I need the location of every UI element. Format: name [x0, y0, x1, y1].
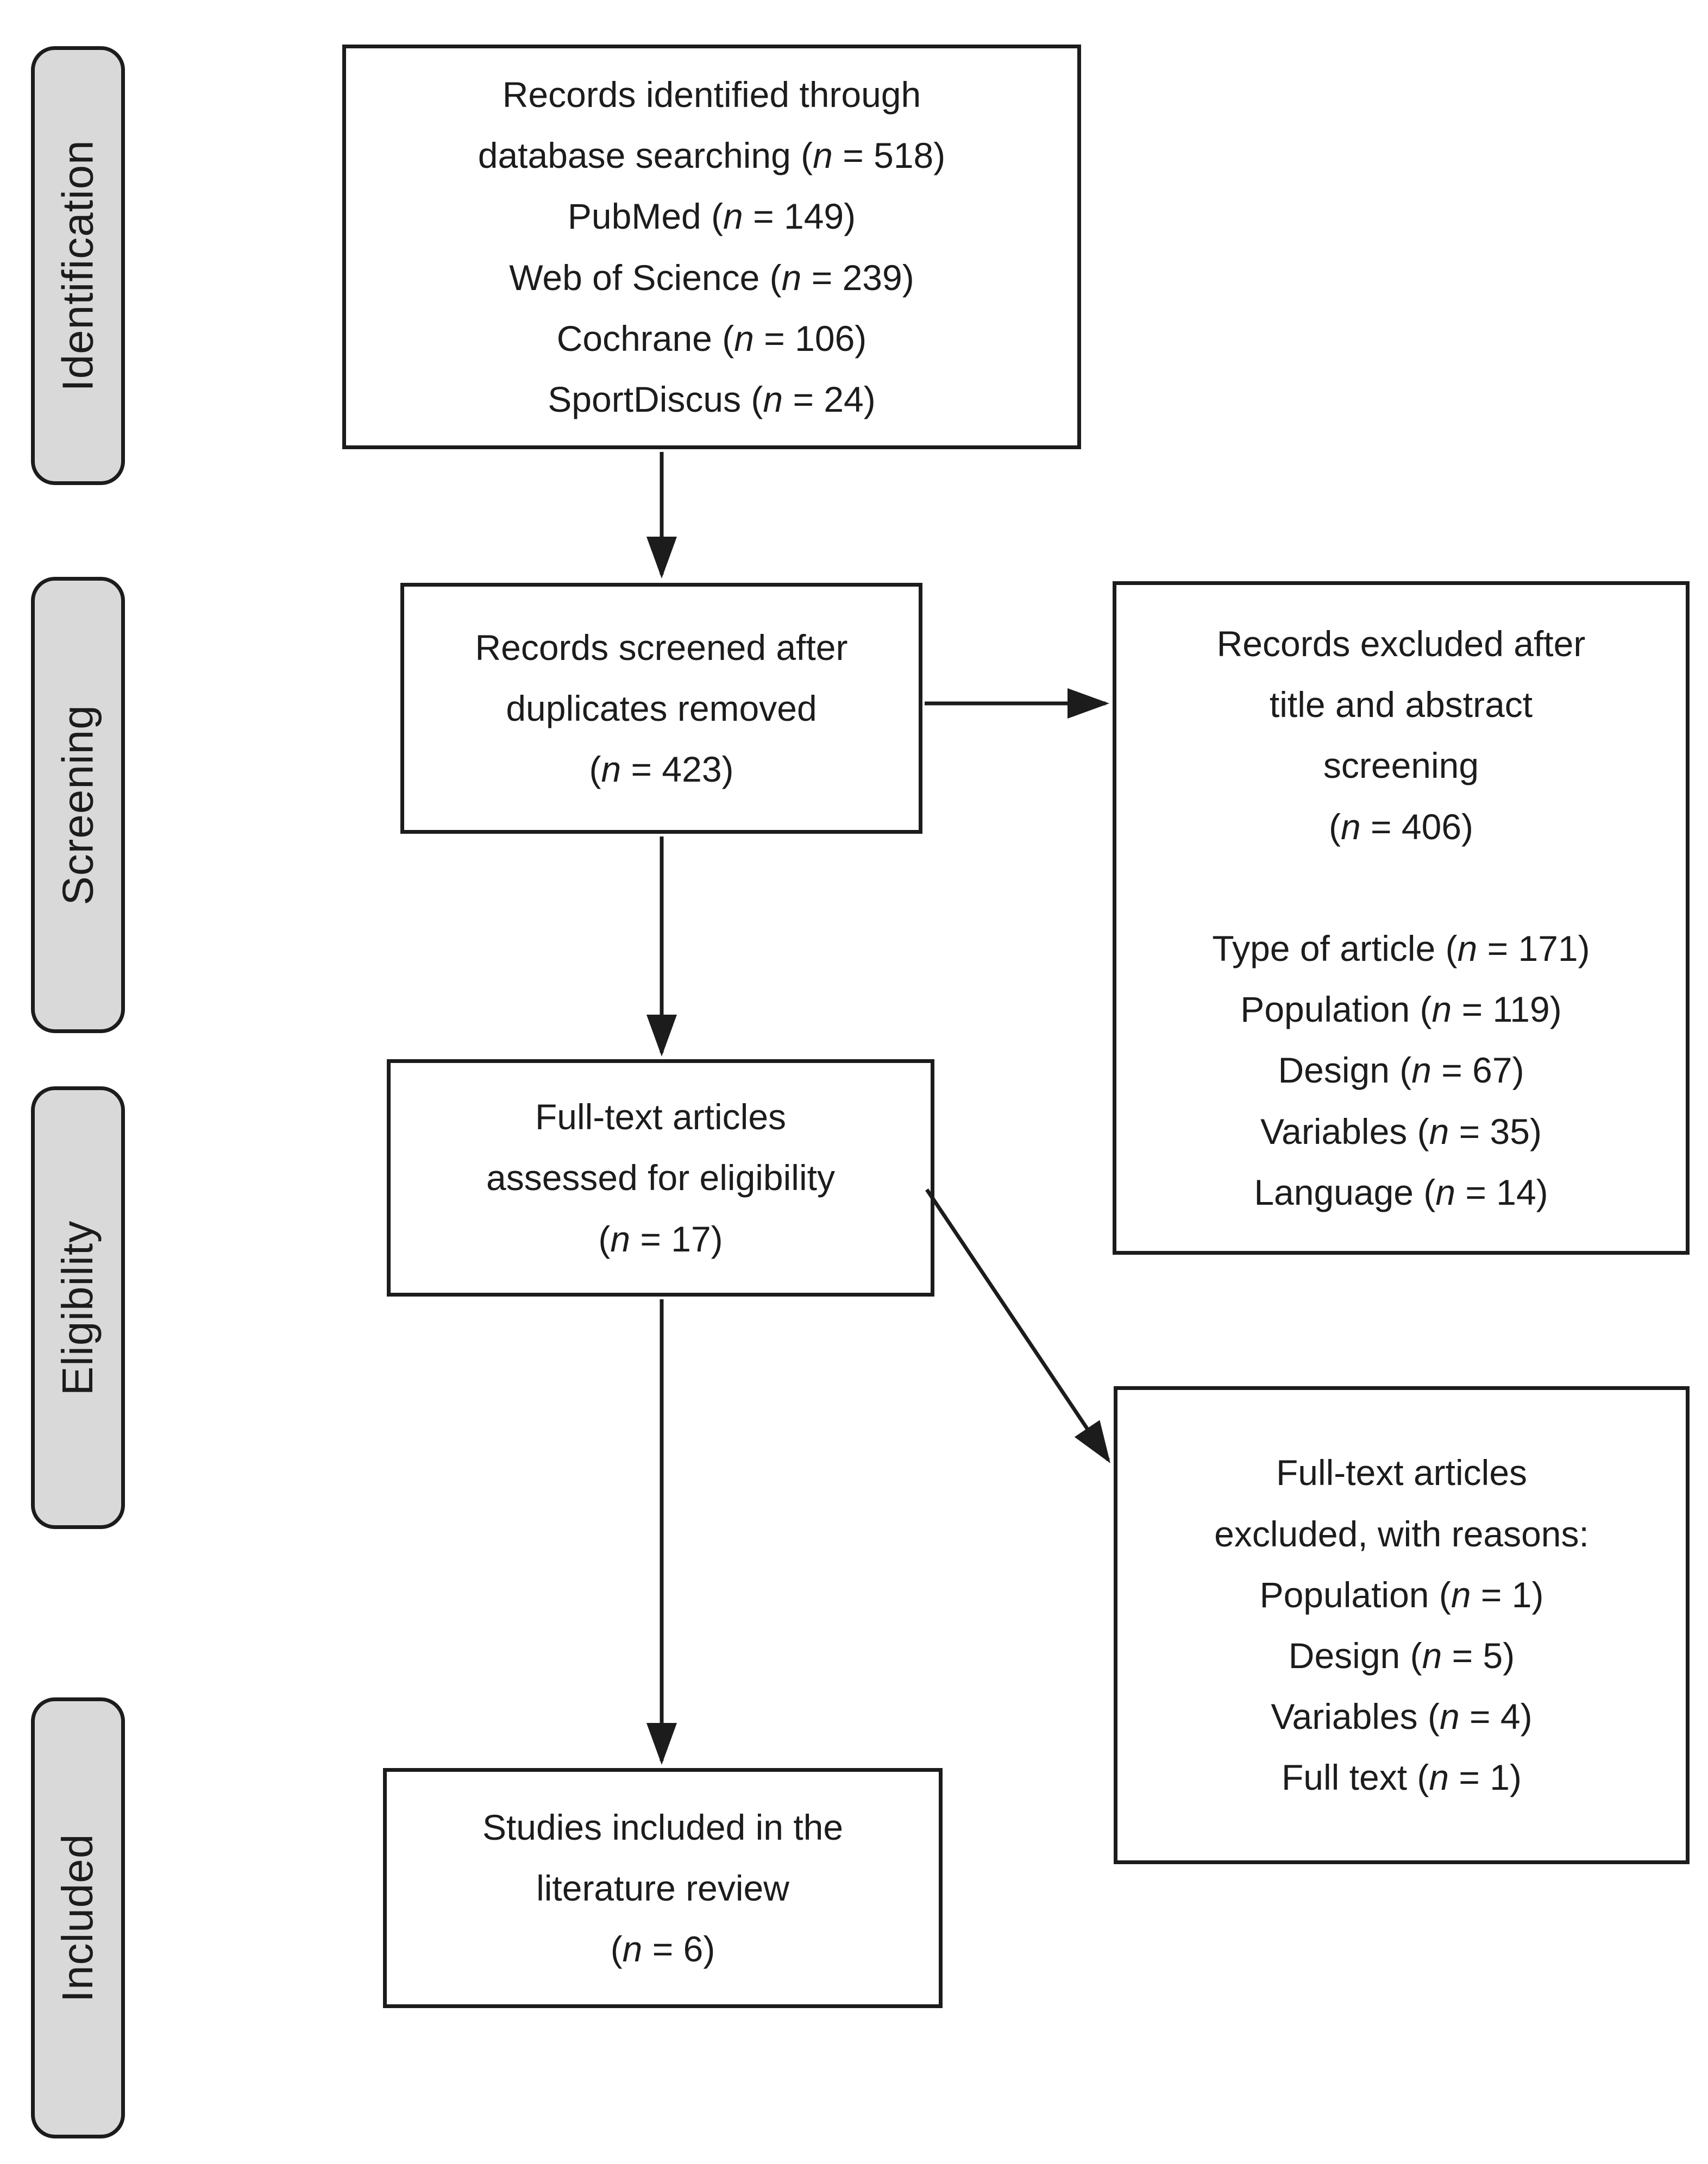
text-line: duplicates removed [506, 688, 817, 728]
box-records-identified: Records identified through database searc… [342, 45, 1081, 449]
text-line: Type of article (n = 171) [1212, 928, 1590, 968]
text-line: Web of Science (n = 239) [509, 257, 914, 298]
text-line: excluded, with reasons: [1214, 1513, 1589, 1554]
text-line: (n = 6) [610, 1929, 715, 1970]
text-line: database searching (n = 518) [478, 135, 946, 176]
text-line: Design (n = 67) [1278, 1050, 1524, 1091]
text-line: (n = 406) [1328, 806, 1474, 847]
text-line: Language (n = 14) [1254, 1172, 1548, 1212]
text-line: Population (n = 119) [1240, 989, 1562, 1030]
box-fulltext-excluded: Full-text articles excluded, with reasons… [1114, 1386, 1690, 1864]
text-line: Full text (n = 1) [1281, 1757, 1522, 1798]
text-line: screening [1323, 745, 1479, 786]
stage-identification: Identification [31, 46, 125, 485]
text-line: Cochrane (n = 106) [556, 318, 867, 358]
text-line: Full-text articles [535, 1097, 787, 1137]
stage-included: Included [31, 1697, 125, 2138]
text-line: Records identified through [502, 74, 921, 115]
text-line: (n = 423) [589, 749, 734, 790]
text-line: Design (n = 5) [1288, 1635, 1515, 1676]
text-line: SportDiscus (n = 24) [548, 379, 876, 419]
text-line: title and abstract [1269, 684, 1533, 725]
stage-screening: Screening [31, 577, 125, 1033]
text-line: Studies included in the [482, 1807, 844, 1847]
text-line: Variables (n = 4) [1271, 1696, 1533, 1737]
box-studies-included: Studies included in the literature review… [383, 1768, 943, 2008]
text-line: Population (n = 1) [1259, 1574, 1544, 1615]
arrow-fulltext-to-excluded [925, 1188, 1110, 1463]
stage-eligibility: Eligibility [31, 1086, 125, 1529]
text-line: PubMed (n = 149) [567, 196, 856, 237]
text-line: Records screened after [475, 627, 848, 668]
text-line: Variables (n = 35) [1260, 1111, 1542, 1152]
box-fulltext-assessed: Full-text articles assessed for eligibili… [387, 1059, 934, 1297]
text-line: literature review [536, 1867, 789, 1908]
text-line: Records excluded after [1216, 624, 1586, 664]
text-line: (n = 17) [598, 1218, 723, 1259]
box-records-screened: Records screened after duplicates removed… [400, 583, 922, 834]
text-line: assessed for eligibility [486, 1158, 835, 1198]
box-records-excluded: Records excluded after title and abstract… [1113, 581, 1690, 1255]
text-line: Full-text articles [1276, 1452, 1528, 1493]
